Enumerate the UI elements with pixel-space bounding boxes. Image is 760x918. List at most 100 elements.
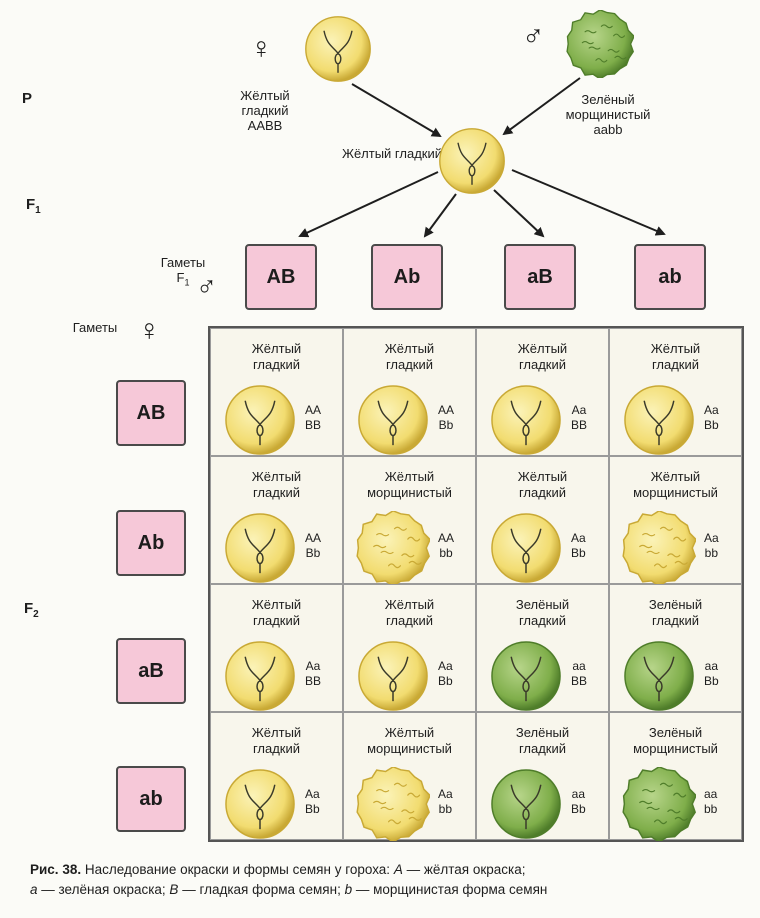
cell-shape-label: гладкий xyxy=(385,357,434,372)
genotype-a-alleles: aa xyxy=(571,787,586,801)
cell-color-label: Жёлтый xyxy=(251,725,302,740)
cell-shape-label: гладкий xyxy=(518,357,567,372)
arrow-male-to-f1 xyxy=(502,77,581,136)
genotype-a-alleles: Aa xyxy=(438,787,453,801)
seed-yellow-smooth-icon xyxy=(223,383,297,462)
cell-shape-label: гладкий xyxy=(518,741,567,756)
genotype-b-alleles: Bb xyxy=(438,674,453,688)
seed-yellow-smooth-icon xyxy=(489,383,563,462)
seed-yellow-smooth-icon xyxy=(223,639,297,718)
cell-shape-label: морщинистый xyxy=(633,741,718,756)
genotype-a-alleles: aa xyxy=(572,659,586,673)
figure-caption: Рис. 38. Наследование окраски и формы се… xyxy=(30,862,548,897)
f1-label: Жёлтый гладкий xyxy=(341,146,442,161)
cell-color-label: Жёлтый xyxy=(517,341,568,356)
genotype-a-alleles: Aa xyxy=(704,403,719,417)
arrow-female-to-f1 xyxy=(351,83,442,138)
genotype-a-alleles: aa xyxy=(704,787,718,801)
cross-arrows xyxy=(298,77,666,238)
gamete-male-ab-1: AB xyxy=(245,244,317,310)
cell-shape-label: гладкий xyxy=(252,485,301,500)
cell-shape-label: гладкий xyxy=(651,357,700,372)
genotype-b-alleles: BB xyxy=(571,418,588,432)
genotype-a-alleles: AA xyxy=(305,403,322,417)
cell-shape-label: морщинистый xyxy=(633,485,718,500)
gamete-female-row-1: AB xyxy=(116,380,186,446)
cell-shape-label: гладкий xyxy=(518,613,567,628)
genotype-b-alleles: Bb xyxy=(305,546,321,560)
genotype-a-alleles: Aa xyxy=(305,659,321,673)
cell-color-label: Жёлтый xyxy=(384,725,435,740)
genotype-b-alleles: bb xyxy=(704,802,718,816)
genotype-b-alleles: Bb xyxy=(571,802,586,816)
gamete-male-ab-2: Ab xyxy=(371,244,443,310)
seed-yellow-smooth-icon xyxy=(356,639,430,718)
cell-color-label: Жёлтый xyxy=(251,341,302,356)
gametes-female-label: Гаметы xyxy=(72,320,118,335)
genotype-b-alleles: BB xyxy=(305,418,322,432)
seed-green-smooth-icon xyxy=(489,767,563,846)
arrow-f1-to-gamete-1 xyxy=(298,171,439,238)
male-gamete-symbol-icon: ♂ xyxy=(196,271,217,302)
parent-female-label: Жёлтый гладкий AABB xyxy=(240,88,290,133)
seed-green-smooth-icon xyxy=(622,639,696,718)
gamete-female-row-3: aB xyxy=(116,638,186,704)
genotype-a-alleles: Aa xyxy=(438,659,453,673)
seed-green-wrinkled-icon xyxy=(622,766,697,846)
seed-yellow-smooth-icon xyxy=(622,383,696,462)
genotype-b-alleles: Bb xyxy=(571,546,586,560)
genotype-a-alleles: Aa xyxy=(305,787,320,801)
seed-yellow-wrinkled-icon xyxy=(356,766,431,846)
cell-shape-label: гладкий xyxy=(518,485,567,500)
f1-seed xyxy=(437,126,507,201)
genotype-b-alleles: bb xyxy=(439,546,453,560)
cell-color-label: Жёлтый xyxy=(384,469,435,484)
cell-color-label: Зелёный xyxy=(515,725,570,740)
cell-color-label: Жёлтый xyxy=(384,597,435,612)
generation-p-label: P xyxy=(22,90,33,107)
genotype-a-alleles: aa xyxy=(704,659,719,673)
parent-male-seed xyxy=(566,9,635,83)
cell-shape-label: гладкий xyxy=(385,613,434,628)
genotype-a-alleles: Aa xyxy=(704,531,719,545)
gamete-male-ab-3: aB xyxy=(504,244,576,310)
cell-color-label: Зелёный xyxy=(648,725,703,740)
genotype-b-alleles: bb xyxy=(438,802,453,816)
genotype-b-alleles: Bb xyxy=(704,418,719,432)
gamete-female-row-2: Ab xyxy=(116,510,186,576)
parent-female-seed xyxy=(303,14,373,89)
